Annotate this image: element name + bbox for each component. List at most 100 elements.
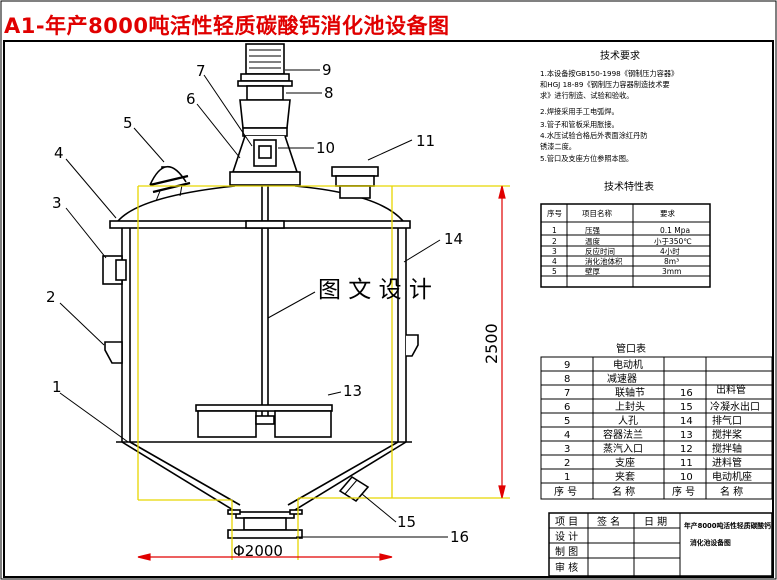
spec-row-4-req: 8m³ [664,257,679,266]
support-left [104,341,123,364]
tech-requirements: 技术要求 1.本设备按GB150-1998《钢制压力容器》 和HGJ 18-89… [540,49,678,163]
nozzle-rows: 9 电动机 8 减速器 7 联轴节 16 出料管 6 上封头 15 冷凝水出口 … [554,358,760,498]
nozzle-r4-d: 冷凝水出口 [710,400,760,413]
callout-9: 9 [322,61,332,79]
tb-drawing-name-2: 消化池设备图 [690,538,731,547]
callout-2: 2 [46,288,56,306]
tech-req-line-7: 锈漆二度。 [540,142,576,151]
callout-4: 4 [54,144,64,162]
tech-req-line-3: 求》进行制造、试验和验收。 [540,91,633,100]
height-dimension: 2500 [482,323,501,364]
watermark-text: 图 文 设 计 [318,277,432,303]
nozzle-footer-1: 序 号 [554,485,577,498]
vessel-drawing [102,43,419,539]
nozzle-r6-b: 容器法兰 [603,428,643,441]
callout-10: 10 [316,139,335,157]
tech-req-line-4: 2.焊接采用手工电弧焊。 [540,107,619,116]
impeller [195,404,333,412]
nozzle-r4-c: 15 [680,402,693,413]
inlet-pipe [331,166,379,177]
spec-row-4-item: 消化池体积 [585,256,623,266]
spec-header-item: 项目名称 [582,208,612,218]
nozzle-r7-c: 12 [680,444,693,455]
nozzle-r8-c: 11 [680,458,693,469]
callout-1: 1 [52,378,62,396]
title-block: 项 目 签 名 日 期 设 计 制 图 审 核 年产8000吨活性轻质碳酸钙 消… [548,512,773,577]
nozzle-r8-b: 支座 [615,456,635,469]
callout-16: 16 [450,528,469,546]
callout-5: 5 [123,114,133,132]
nozzle-table: 管口表 9 电动机 8 减速器 7 [540,342,773,500]
inner-border [3,40,774,578]
leader-lines [59,69,448,538]
nozzle-r5-a: 5 [564,416,570,427]
nozzle-r5-d: 排气口 [712,414,742,427]
spec-row-3-req: 4小时 [660,246,680,256]
nozzle-r3-d: 出料管 [716,383,746,396]
nozzle-r6-d: 搅拌桨 [712,428,742,441]
nozzle-r9-d: 电动机座 [712,470,752,483]
tech-req-heading: 技术要求 [600,49,640,62]
spec-row-2-item: 温度 [585,236,600,246]
nozzle-r9-c: 10 [680,472,693,483]
tech-req-line-1: 1.本设备按GB150-1998《钢制压力容器》 [540,69,678,78]
nozzle-r8-d: 进料管 [712,456,742,469]
tb-label-sign: 签 名 [597,515,620,528]
callout-6: 6 [186,90,196,108]
diameter-dimension: Φ2000 [233,542,283,560]
tb-label-item: 项 目 [555,516,578,528]
callout-14: 14 [444,230,463,248]
nozzle-r3-c: 16 [680,388,693,399]
motor [245,43,285,75]
support-right [406,334,419,357]
spec-row-3-no: 3 [552,247,557,256]
spec-table-heading: 技术特性表 [604,180,654,193]
tech-req-line-2: 和HGJ 18-89《钢制压力容器制造技术要 [540,80,670,89]
spec-row-3-item: 反应时间 [585,246,615,256]
spec-row-4-no: 4 [552,257,557,266]
tb-drawing-name-1: 年产8000吨活性轻质碳酸钙 [684,521,771,530]
callout-numbers: 1 2 3 4 5 6 7 8 9 10 11 13 14 15 16 [46,61,469,546]
callout-11: 11 [416,132,435,150]
nozzle-r7-b: 蒸汽入口 [603,442,643,455]
spec-header-no: 序号 [547,208,562,218]
nozzle-r5-b: 人孔 [618,415,638,427]
drawing-title: A1-年产8000吨活性轻质碳酸钙消化池设备图 [4,14,450,38]
yellow-outline [137,185,510,560]
nozzle-r7-d: 搅拌轴 [712,442,742,455]
nozzle-r2-a: 8 [564,374,570,385]
spec-row-1-req: 0.1 Mpa [660,226,690,235]
spec-row-5-item: 壁厚 [585,266,600,276]
tech-req-line-5: 3.管子和管板采用胀接。 [540,120,619,129]
reducer [246,85,284,101]
nozzle-footer-2: 名 称 [612,485,635,498]
callout-13: 13 [343,382,362,400]
tb-role-draw: 制 图 [555,545,578,558]
nozzle-r2-b: 减速器 [607,373,637,385]
callout-15: 15 [397,513,416,531]
nozzle-r5-c: 14 [680,416,693,427]
spec-row-1-no: 1 [552,226,557,235]
nozzle-r3-a: 7 [564,388,570,399]
spec-row-2-no: 2 [552,237,557,246]
nozzle-r8-a: 2 [564,458,570,469]
spec-row-2-req: 小于350℃ [654,237,692,246]
nozzle-r6-c: 13 [680,430,693,441]
tech-req-line-8: 5.管口及支座方位参照本图。 [540,154,633,163]
manhole [149,165,187,186]
callout-7: 7 [196,62,206,80]
nozzle-r4-a: 6 [564,402,570,413]
discharge-pipe [243,517,287,531]
callout-8: 8 [324,84,334,102]
tb-role-design: 设 计 [555,530,578,543]
nozzle-r9-a: 1 [564,472,570,483]
spec-row-5-no: 5 [552,267,557,276]
nozzle-r4-b: 上封头 [615,400,645,413]
nozzle-r9-b: 夹套 [615,470,635,483]
nozzle-table-heading: 管口表 [616,342,646,355]
spec-row-5-req: 3mm [662,267,681,276]
tb-role-review: 审 核 [555,561,578,574]
